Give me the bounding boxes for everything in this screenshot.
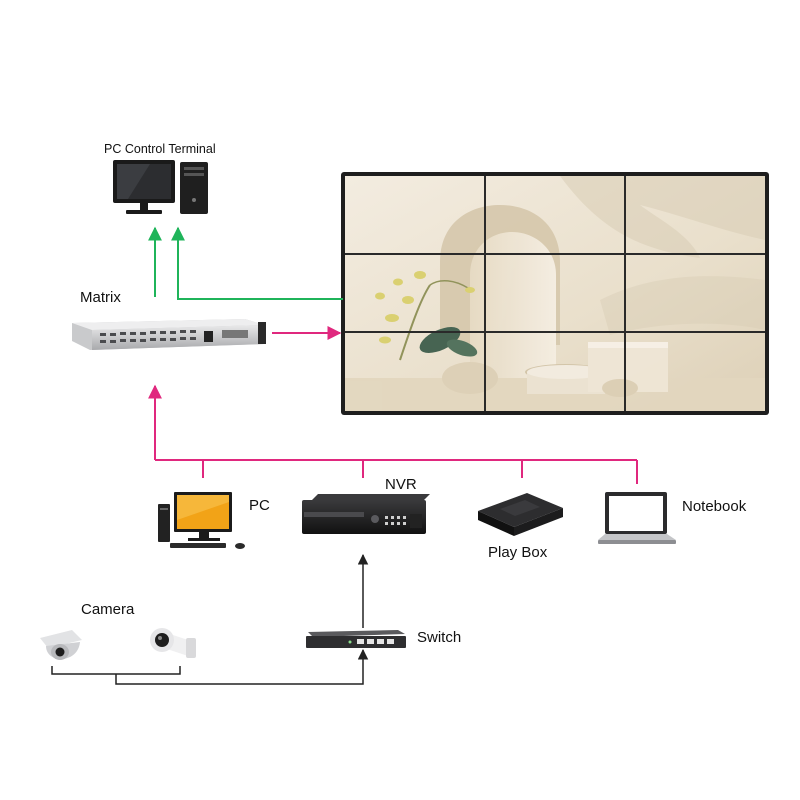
source-bus-connections bbox=[148, 384, 638, 484]
wall-bezels bbox=[345, 176, 765, 411]
desktop-pc-icon bbox=[158, 492, 245, 549]
wall-scene-illustration bbox=[345, 176, 765, 411]
media-box-icon bbox=[478, 493, 563, 536]
control-connections bbox=[148, 226, 343, 300]
matrix-switcher-icon bbox=[72, 319, 266, 350]
pc-label: PC bbox=[249, 497, 270, 514]
camera-label: Camera bbox=[81, 601, 135, 618]
laptop-icon bbox=[598, 492, 676, 544]
dome-camera-icon bbox=[40, 630, 82, 660]
pc-control-terminal-label: PC Control Terminal bbox=[104, 142, 216, 156]
play-box-label: Play Box bbox=[488, 544, 548, 561]
bullet-camera-icon bbox=[150, 628, 196, 658]
network-switch-icon bbox=[306, 630, 406, 648]
notebook-label: Notebook bbox=[682, 498, 747, 515]
video-wall bbox=[341, 172, 769, 415]
nvr-recorder-icon bbox=[302, 494, 430, 534]
switch-label: Switch bbox=[417, 629, 462, 646]
desktop-computer-icon bbox=[113, 160, 208, 214]
matrix-label: Matrix bbox=[80, 289, 121, 306]
nvr-label: NVR bbox=[385, 476, 417, 493]
network-connections bbox=[51, 553, 369, 685]
